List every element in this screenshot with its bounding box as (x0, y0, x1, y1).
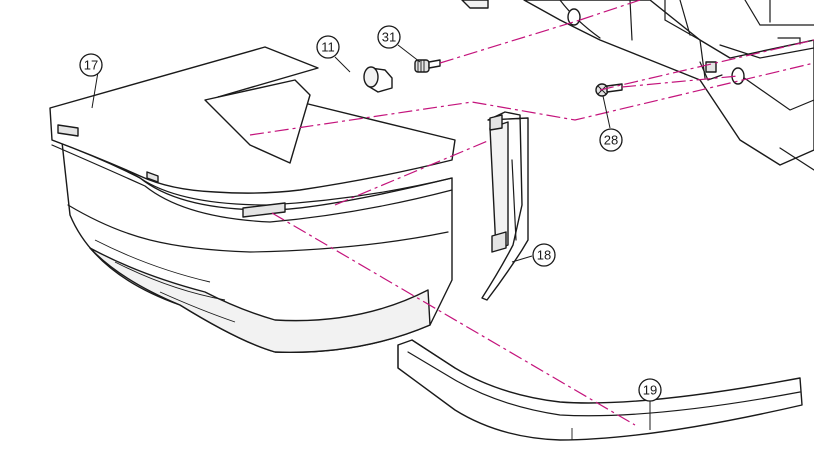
callout-18: 18 (532, 243, 556, 267)
callout-11-circle (316, 35, 340, 59)
tray-slot-left (57, 124, 79, 137)
callout-19: 19 (638, 378, 662, 402)
assembly-line-screw28 (621, 75, 739, 88)
machine-body (461, 0, 814, 171)
tray-slot-mid (146, 171, 159, 183)
tray-rim-2 (51, 144, 453, 223)
part-17-accessory-tray (49, 46, 456, 353)
bracket-clip (491, 231, 507, 253)
tray-rib-2 (114, 261, 226, 301)
tray-rim-1 (51, 139, 453, 206)
leader-11 (334, 56, 351, 73)
callout-18-circle (532, 243, 556, 267)
callout-11: 11 (316, 35, 340, 59)
tray-u-cutout (204, 79, 311, 164)
leader-18 (511, 255, 533, 263)
callout-19-label: 19 (643, 383, 657, 398)
tray-rib-1 (94, 239, 211, 283)
callout-31-circle (377, 25, 401, 49)
callout-28: 28 (599, 128, 623, 152)
assembly-line-screw31 (439, 19, 581, 64)
machine-edge-5 (744, 0, 814, 26)
machine-edge-10 (777, 37, 801, 45)
callout-17-label: 17 (84, 58, 98, 73)
assembly-lines (249, 0, 814, 426)
tray-rib-3 (159, 291, 236, 323)
callout-18-label: 18 (537, 248, 551, 263)
leader-31 (397, 44, 421, 63)
leader-28 (602, 95, 611, 129)
assembly-line-tray-to-bracket (334, 139, 491, 206)
callout-31-label: 31 (382, 30, 396, 45)
machine-slot (705, 61, 717, 73)
screw-31-thread (417, 60, 425, 72)
tray-slot-front (242, 202, 286, 218)
assembly-line-machine-right (599, 39, 814, 91)
part-11-cap (363, 66, 393, 93)
assembly-line-tray-to-trim (271, 212, 636, 426)
bracket-tab (489, 114, 503, 131)
screw-31-shaft (428, 59, 441, 69)
machine-edge-4 (679, 0, 691, 36)
machine-housing (523, 0, 814, 166)
part-18-latch-bracket (481, 111, 529, 301)
trim-top-edge (411, 339, 456, 369)
callout-11-label: 11 (321, 40, 335, 55)
callout-17: 17 (79, 53, 103, 77)
machine-edge-9 (699, 61, 723, 81)
machine-edge-11 (779, 147, 814, 171)
leader-17 (91, 71, 99, 109)
machine-edge-2 (629, 0, 633, 41)
part-19-front-trim (397, 339, 803, 441)
machine-foot (461, 0, 489, 9)
bracket-outline (481, 111, 529, 301)
callout-leaders (91, 44, 651, 430)
trim-strip (397, 339, 803, 441)
callout-17-circle (79, 53, 103, 77)
part-31-screw (414, 59, 441, 73)
assembly-line-screw31-ext (579, 0, 641, 21)
cap-face (363, 66, 379, 88)
screw-31-head (414, 59, 430, 73)
callout-31: 31 (377, 25, 401, 49)
assembly-line-tray-to-machine (249, 62, 814, 136)
tray-rim-3 (67, 204, 449, 253)
callout-19-circle (638, 378, 662, 402)
callout-28-label: 28 (604, 133, 618, 148)
bracket-front (489, 121, 509, 251)
trim-front-edge (407, 351, 801, 417)
machine-edge-3 (664, 0, 706, 79)
machine-edge-7 (719, 44, 814, 59)
callout-28-circle (599, 128, 623, 152)
bracket-edge (511, 159, 517, 241)
machine-edge-8 (739, 74, 814, 111)
tray-body-shade (89, 247, 431, 353)
